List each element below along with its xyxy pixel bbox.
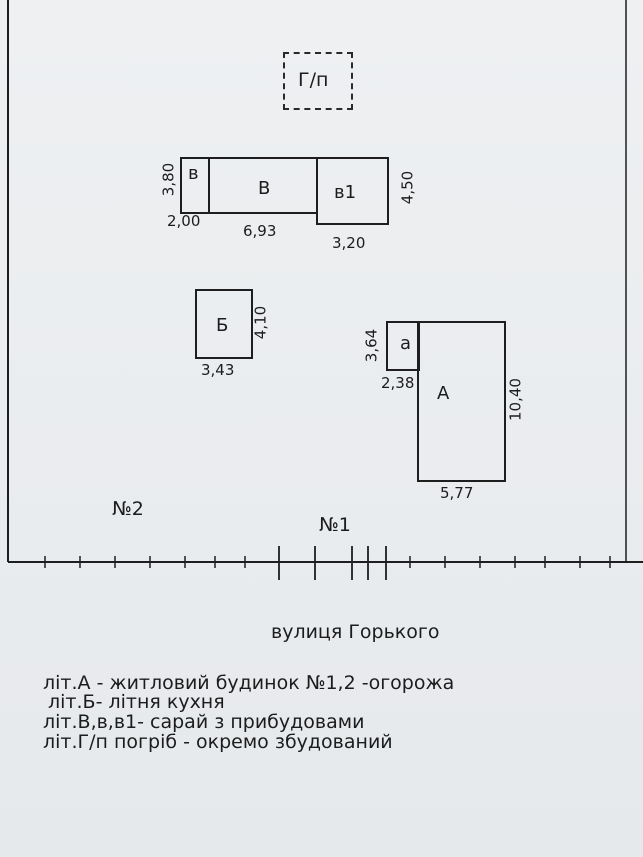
shed-annex-label: в1	[334, 182, 357, 203]
annex-a-outline	[386, 321, 420, 371]
house-outline	[417, 321, 506, 482]
shed-small-height-dim: 3,80	[159, 162, 178, 197]
house-label: А	[437, 383, 450, 404]
cellar-outline	[283, 52, 353, 110]
fence-1-label: №1	[319, 514, 351, 536]
legend-line-4: літ.Г/п погріб - окремо збудований	[43, 731, 393, 753]
shed-main-width-dim: 6,93	[243, 222, 277, 240]
annex-a-height-dim: 3,64	[362, 328, 381, 363]
kitchen-label: Б	[216, 315, 229, 336]
house-width-dim: 5,77	[440, 484, 474, 502]
shed-annex-outline	[316, 157, 389, 225]
shed-small-label: в	[188, 163, 199, 184]
street-name: вулиця Горького	[271, 621, 440, 643]
kitchen-outline	[195, 289, 253, 359]
kitchen-width-dim: 3,43	[201, 361, 235, 379]
kitchen-height-dim: 4,10	[251, 305, 270, 340]
shed-annex-height-dim: 4,50	[398, 170, 417, 205]
shed-small-width-dim: 2,00	[167, 212, 201, 230]
fence-ticks	[44, 546, 611, 580]
annex-a-label: а	[400, 333, 412, 354]
legend-line-1: літ.А - житловий будинок №1,2 -огорожа	[43, 672, 455, 694]
shed-annex-width-dim: 3,20	[332, 234, 366, 252]
shed-main-label: В	[258, 178, 271, 199]
cellar-label: Г/п	[298, 69, 329, 91]
fence-2-label: №2	[112, 498, 144, 520]
annex-a-width-dim: 2,38	[381, 374, 415, 392]
legend-line-3: літ.В,в,в1- сарай з прибудовами	[43, 711, 365, 733]
house-height-dim: 10,40	[506, 378, 525, 421]
legend-line-2: літ.Б- літня кухня	[48, 691, 225, 713]
